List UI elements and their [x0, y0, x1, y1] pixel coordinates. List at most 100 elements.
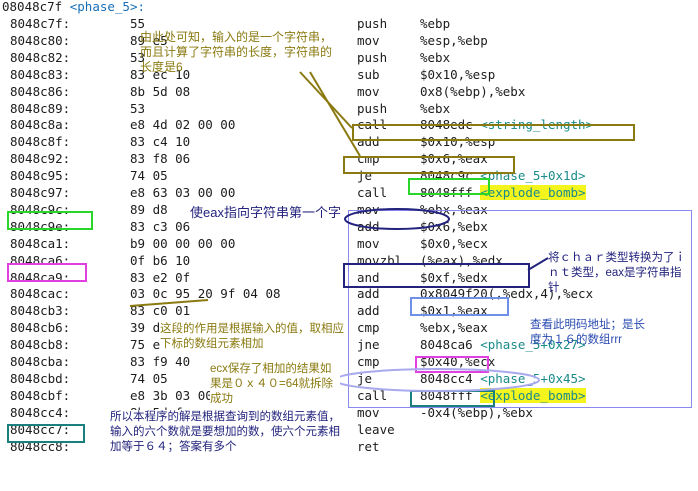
- asm-operands: 8048cc4 <phase_5+0x45>: [420, 370, 586, 386]
- asm-address: 8048c95:: [10, 168, 71, 184]
- cmp-0x40-ellipse: [334, 368, 540, 392]
- asm-address: 8048c86:: [10, 83, 71, 99]
- asm-bytes: 8b 5d 08: [130, 83, 191, 99]
- asm-operand-text: $0x10,%esp: [420, 66, 496, 82]
- asm-operand-text: %ebx: [420, 100, 451, 116]
- asm-opcode: mov: [357, 32, 380, 48]
- asm-bytes: 83 ec 10: [130, 66, 191, 82]
- asm-bytes: e8 4d 02 00 00: [130, 117, 236, 133]
- asm-address: 8048c92:: [10, 151, 71, 167]
- asm-opcode: cmp: [357, 151, 380, 167]
- asm-operands: $0x10,%esp: [420, 135, 495, 149]
- loop-region-box: [348, 210, 692, 408]
- asm-symbol: <explode_bomb>: [480, 387, 586, 403]
- asm-opcode: add: [357, 134, 380, 150]
- asm-bytes: 83 e2 0f: [130, 269, 191, 285]
- asm-opcode: ret: [357, 438, 380, 454]
- asm-operand-text: $0x10,%esp: [420, 134, 496, 150]
- ecx-sum-note: ecx保存了相加的结果如果是０ｘ４０=64就拆除成功: [210, 362, 340, 407]
- asm-operand-text: 8048cc4: [420, 370, 473, 386]
- asm-address: 8048cac:: [10, 286, 71, 302]
- asm-operand-text: 8048ca6: [420, 337, 473, 353]
- asm-opcode: mov: [357, 201, 380, 217]
- asm-operands: %ebp: [420, 17, 450, 31]
- asm-operands: 0x8(%ebp),%ebx: [420, 84, 525, 99]
- asm-address: 8048c80:: [10, 32, 71, 48]
- function-header: 08048c7f <phase_5>:: [2, 0, 145, 14]
- mov-eax-ellipse: [344, 208, 450, 230]
- asm-opcode: je: [357, 370, 373, 386]
- asm-operands: $0x0,%ecx: [420, 235, 488, 251]
- function-label: <phase_5>:: [69, 0, 146, 14]
- asm-address: 8048cbf:: [10, 387, 71, 403]
- asm-operands: %ebx,%eax: [420, 321, 488, 335]
- asm-address: 8048ca1:: [10, 235, 71, 251]
- asm-address: 8048c8f:: [10, 134, 71, 150]
- asm-operand-text: $0x6,%eax: [420, 151, 488, 167]
- asm-opcode: jne: [357, 337, 380, 353]
- asm-operands: -0x4(%ebp),%ebx: [420, 405, 533, 420]
- asm-bytes: 74 05: [130, 168, 168, 184]
- asm-operands: $0x40,%ecx: [420, 355, 495, 369]
- asm-operand-text: %ebx,%eax: [420, 320, 488, 336]
- asm-address: 8048cb6:: [10, 320, 71, 336]
- asm-line: 8048c8f: 83 c4 10 add $0x10,%esp: [0, 135, 698, 149]
- asm-operand-text: %esp,%ebp: [420, 32, 488, 48]
- asm-bytes: 0f b6 10: [130, 252, 191, 268]
- arrow-to-cmp: [309, 71, 361, 157]
- asm-bytes: 89 d8: [130, 201, 168, 217]
- asm-operand-text: $0x6,%ebx: [420, 218, 488, 234]
- asm-opcode: mov: [357, 235, 380, 251]
- asm-bytes: 83 c4 10: [130, 134, 191, 150]
- asm-address: 8048cba:: [10, 354, 71, 369]
- asm-address: 8048cb3:: [10, 303, 71, 319]
- arrow-to-bytes: [129, 299, 209, 307]
- asm-bytes: 83 f9 40: [130, 354, 191, 369]
- asm-address: 8048c8a:: [10, 117, 71, 133]
- asm-bytes: b9 00 00 00 00: [130, 235, 236, 251]
- array-address-box: [410, 297, 509, 316]
- asm-line: 8048c92: 83 f8 06 cmp $0x6,%eax: [0, 152, 698, 166]
- asm-symbol: <explode_bomb>: [480, 185, 586, 200]
- asm-operands: 8048fff <explode_bomb>: [420, 185, 586, 200]
- arrow-to-movzbl: [527, 257, 549, 271]
- asm-opcode: cmp: [357, 354, 380, 369]
- array-lookup-note: 这段的作用是根据输入的值，取相应下标的数组元素相加: [160, 322, 345, 352]
- addr-8048c9c-box: [7, 211, 93, 230]
- asm-opcode: add: [357, 218, 380, 234]
- asm-address: 8048c83:: [10, 66, 71, 82]
- cmp-length-box: [343, 156, 515, 174]
- jne-target-box: [415, 356, 489, 373]
- asm-opcode: call: [357, 387, 388, 403]
- asm-line: 8048cbd: 74 05 je 8048cc4 <phase_5+0x45>: [0, 370, 698, 386]
- solution-note: 所以本程序的解是根据查询到的数组元素值，输入的六个数就是要想加的数，使六个元素相…: [110, 410, 345, 455]
- asm-line: 8048cba: 83 f9 40 cmp $0x40,%ecx: [0, 355, 698, 369]
- asm-operands: $0x10,%esp: [420, 66, 496, 82]
- asm-operand-text: %ebx: [420, 49, 451, 65]
- asm-bytes: 83 c0 01: [130, 303, 191, 319]
- asm-address: 8048cbd:: [10, 370, 71, 386]
- asm-operand-text: $0x0,%ecx: [420, 235, 488, 251]
- asm-opcode: add: [357, 303, 380, 319]
- asm-bytes: 53: [130, 100, 146, 116]
- asm-address: 8048c97:: [10, 185, 71, 200]
- asm-address: 8048cc4:: [10, 404, 71, 420]
- addr-8048cc4-box: [7, 424, 85, 443]
- char-convert-note: 将ｃｈａｒ类型转换为了ｉｎｔ类型，eax是字符串指针: [548, 252, 686, 294]
- asm-opcode: and: [357, 269, 380, 285]
- asm-operands: $0x6,%eax: [420, 152, 488, 166]
- asm-operands: $0xf,%edx: [420, 270, 488, 285]
- asm-opcode: mov: [357, 83, 380, 99]
- asm-bytes: 83 f8 06: [130, 151, 191, 167]
- asm-address: 8048cb8:: [10, 337, 71, 353]
- asm-bytes: 74 05: [130, 370, 168, 386]
- asm-line: 8048c86: 8b 5d 08 mov 0x8(%ebp),%ebx: [0, 83, 698, 99]
- asm-address: 8048c7f:: [10, 16, 71, 31]
- asm-opcode: cmp: [357, 320, 380, 336]
- asm-opcode: add: [357, 286, 380, 302]
